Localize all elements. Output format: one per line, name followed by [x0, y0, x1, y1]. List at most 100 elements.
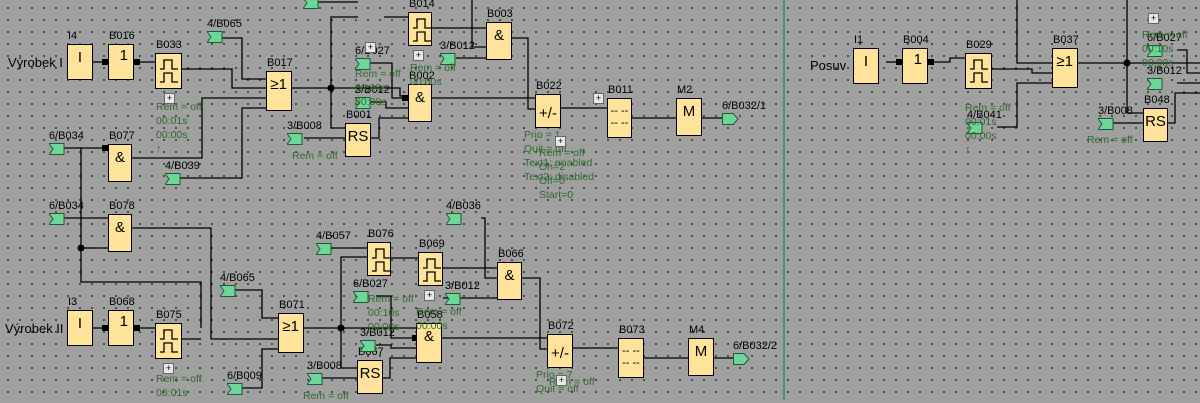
expand-params-button[interactable]: +: [413, 50, 424, 61]
block-glyph: 1: [913, 51, 922, 68]
input-connector-flag-icon[interactable]: [227, 383, 249, 395]
function-block-b076[interactable]: [367, 242, 391, 276]
input-connector-flag-icon[interactable]: [49, 143, 71, 155]
function-block-b068[interactable]: 1: [108, 310, 134, 346]
block-label: B037: [1053, 34, 1079, 46]
expand-params-button[interactable]: +: [163, 363, 174, 374]
function-block-b069[interactable]: [418, 252, 443, 286]
input-connector-flag-icon[interactable]: [446, 213, 468, 225]
function-block-b073[interactable]: -- -- -- --: [618, 338, 644, 378]
input-connector-flag-icon[interactable]: [220, 285, 242, 297]
input-connector-flag-icon[interactable]: [316, 243, 338, 255]
expand-params-button[interactable]: +: [164, 93, 175, 104]
pulse-icon: [160, 329, 178, 353]
expand-params-button[interactable]: +: [593, 93, 604, 104]
input-connector-flag-icon[interactable]: [1098, 118, 1120, 130]
output-connector-flag-icon[interactable]: [722, 113, 744, 125]
pulse-icon: [413, 18, 431, 42]
function-block-b002[interactable]: &: [408, 84, 432, 122]
function-block-b048[interactable]: RS: [1143, 108, 1168, 142]
function-block-b078[interactable]: &: [108, 214, 132, 252]
function-block-b058[interactable]: &: [416, 323, 442, 363]
connector-label: 4/B036: [446, 200, 481, 212]
block-glyph: +/-: [539, 105, 557, 122]
input-connector-flag-icon[interactable]: [207, 31, 229, 43]
function-block-i1[interactable]: I: [853, 48, 879, 84]
function-block-b016[interactable]: 1: [108, 44, 134, 80]
connector-label: 4/B065: [207, 18, 242, 30]
expand-params-button[interactable]: +: [424, 290, 435, 301]
connector-label: 6/B027: [1147, 32, 1182, 44]
function-block-b011[interactable]: -- -- -- --: [607, 98, 632, 138]
block-label: B001: [346, 109, 372, 121]
function-block-b004[interactable]: 1: [902, 48, 928, 84]
input-connector-flag-icon[interactable]: [49, 213, 71, 225]
input-connector-flag-icon[interactable]: [967, 122, 989, 134]
block-glyph: &: [504, 267, 515, 284]
function-block-b003[interactable]: &: [486, 22, 512, 60]
function-block-b014[interactable]: [408, 12, 432, 46]
block-label: B014: [409, 0, 435, 10]
connector-label: 3/B012: [355, 84, 390, 96]
block-label: B076: [368, 228, 394, 240]
function-block-m4[interactable]: M: [688, 338, 714, 376]
input-connector-flag-icon[interactable]: [307, 373, 329, 385]
function-block-m2[interactable]: M: [676, 98, 702, 136]
block-label: B069: [419, 238, 445, 250]
block-glyph: -- -- -- --: [622, 345, 640, 369]
function-block-b072[interactable]: +/-: [547, 334, 573, 368]
function-block-b067[interactable]: RS: [357, 360, 383, 394]
connector-label: 6/B032/2: [733, 340, 778, 352]
block-label: M4: [689, 324, 705, 336]
function-block-b001[interactable]: RS: [345, 123, 371, 157]
input-connector-flag-icon[interactable]: [1147, 45, 1169, 57]
function-block-b077[interactable]: &: [108, 144, 132, 182]
block-glyph: &: [493, 27, 504, 44]
input-connector-flag-icon[interactable]: [355, 58, 377, 70]
connector-label: 3/B008: [307, 360, 342, 372]
block-label: B071: [279, 299, 305, 311]
input-connector-flag-icon[interactable]: [445, 293, 467, 305]
connector-label: 3/B012: [445, 280, 480, 292]
function-block-b022[interactable]: +/-: [535, 94, 561, 128]
input-connector-flag-icon[interactable]: [353, 291, 375, 303]
function-block-i3[interactable]: I: [67, 310, 93, 346]
block-glyph: 1: [119, 47, 128, 64]
connector-label: 4/B057: [316, 230, 351, 242]
connector-label: 6/B034: [49, 200, 84, 212]
function-block-b033[interactable]: [155, 53, 182, 89]
function-block-b017[interactable]: ≥1: [266, 71, 292, 111]
function-block-b037[interactable]: ≥1: [1052, 48, 1078, 88]
input-connector-flag-icon[interactable]: [440, 53, 462, 65]
block-label: B058: [417, 309, 443, 321]
expand-params-button[interactable]: +: [555, 136, 566, 147]
function-block-b029[interactable]: [965, 53, 992, 89]
function-block-i4[interactable]: I: [67, 44, 93, 80]
block-glyph: RS: [1145, 113, 1166, 130]
pulse-icon: [423, 258, 441, 282]
expand-params-button[interactable]: +: [556, 375, 567, 386]
expand-params-button[interactable]: +: [1148, 13, 1159, 24]
function-block-b071[interactable]: ≥1: [278, 313, 304, 353]
block-label: B016: [109, 30, 135, 42]
block-parameters: Rem = off 00:10s 00:00s: [1142, 29, 1188, 69]
connector-label: 4/B041: [967, 109, 1002, 121]
function-block-b075[interactable]: [155, 323, 182, 359]
block-glyph: RS: [347, 128, 369, 145]
block-label: I1: [854, 34, 864, 46]
input-connector-flag-icon[interactable]: [165, 173, 187, 185]
network-label-vyrobek-2: Výrobek II: [5, 321, 64, 336]
input-connector-flag-icon[interactable]: [1147, 78, 1169, 90]
input-connector-flag-icon[interactable]: [303, 0, 325, 9]
connector-label: 6/B027: [353, 278, 388, 290]
block-glyph: +/-: [551, 345, 569, 362]
block-glyph: M: [682, 103, 696, 120]
input-connector-flag-icon[interactable]: [287, 133, 309, 145]
output-connector-flag-icon[interactable]: [733, 353, 755, 365]
input-connector-flag-icon[interactable]: [355, 97, 377, 109]
input-connector-flag-icon[interactable]: [360, 340, 382, 352]
function-block-b066[interactable]: &: [497, 262, 522, 300]
expand-params-button[interactable]: +: [365, 42, 376, 53]
block-label: B068: [109, 296, 135, 308]
